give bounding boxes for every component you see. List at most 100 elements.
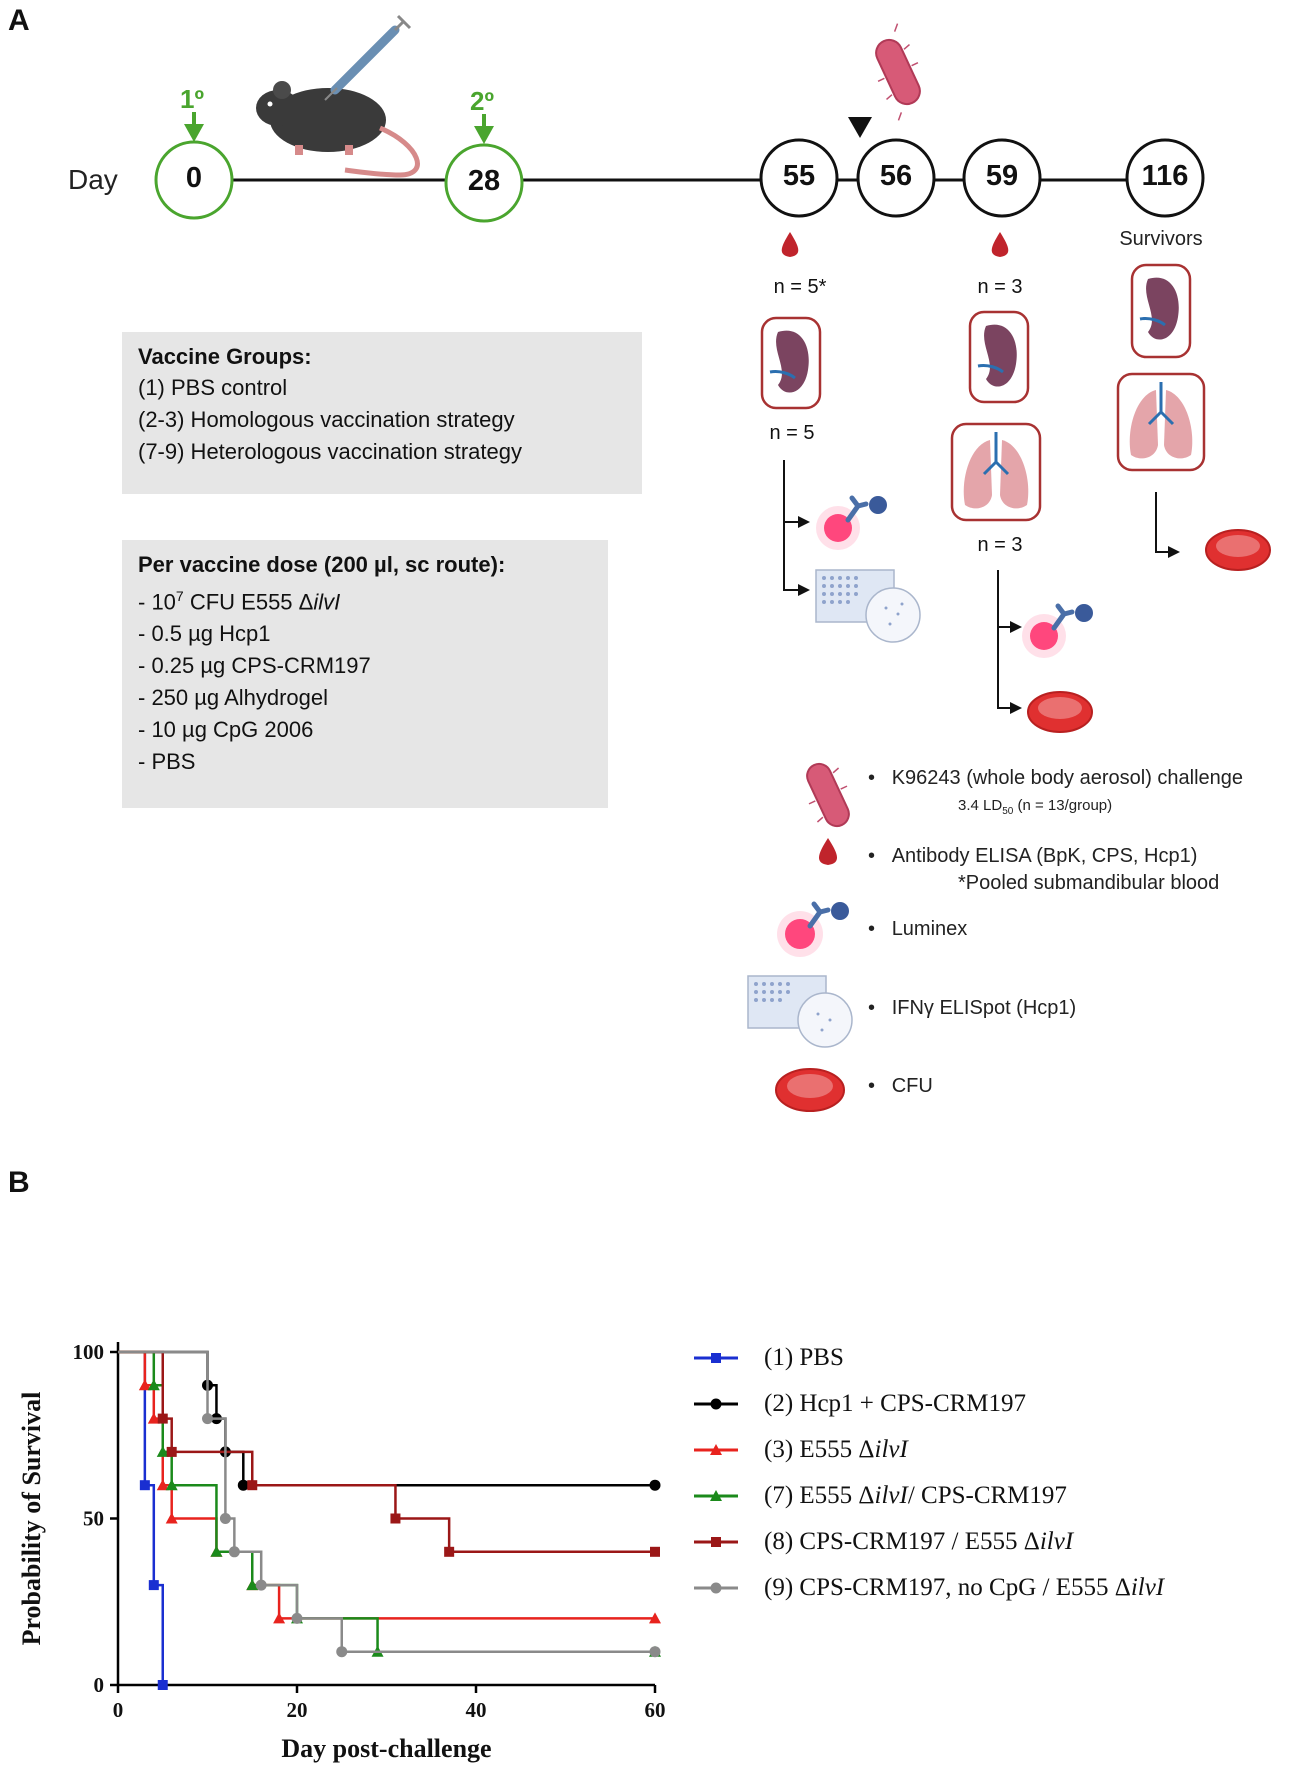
dose-item-bacteria: - 107 CFU E555 ΔilvI (138, 588, 341, 615)
legend-label-italic: ilvI (874, 1436, 908, 1463)
day-0-value: 0 (185, 162, 203, 194)
day-116-circle (1125, 138, 1205, 218)
series-point-5 (291, 1612, 303, 1624)
bacterium-legend-icon (806, 762, 850, 828)
legend-swatch (694, 1353, 738, 1363)
spleen-icon (760, 316, 822, 410)
elispot-plate-icon (815, 569, 921, 643)
series-point-0 (148, 1580, 159, 1591)
dose-arrow-icon (474, 126, 494, 144)
day-56-value: 56 (879, 160, 913, 192)
dose-item: - PBS (138, 749, 196, 775)
legend-label: (8) CPS-CRM197 / E555 Δ (764, 1528, 1040, 1555)
day-59-value: 59 (985, 160, 1019, 192)
series-point-2 (165, 1512, 178, 1524)
series-point-2 (138, 1379, 151, 1391)
n-spleen-55: n = 5 (769, 422, 815, 444)
series-point-2 (156, 1479, 169, 1491)
cfu-legend-icon (775, 1068, 845, 1112)
legend-cfu: • CFU (868, 1075, 933, 1097)
legend-label-italic: ilvI (874, 1482, 908, 1509)
legend-swatch (694, 1490, 738, 1501)
legend-label: (9) CPS-CRM197, no CpG / E555 Δ (764, 1574, 1131, 1601)
secondary-dose-label: 2º (470, 86, 494, 116)
legend-luminex: • Luminex (868, 918, 968, 940)
luminex-icon (1022, 603, 1093, 658)
legend-label-italic: ilvI (1039, 1528, 1074, 1555)
vaccine-groups-heading: Vaccine Groups: (138, 344, 312, 369)
lungs-icon (1116, 372, 1206, 472)
vaccine-groups-box: Vaccine Groups: (1) PBS control (2-3) Ho… (122, 332, 642, 494)
x-tick-label: 40 (466, 1698, 487, 1722)
day-59-circle (962, 138, 1042, 218)
spleen-icon (968, 310, 1030, 404)
series-point-5 (336, 1646, 348, 1658)
dose-item: - 10 µg CpG 2006 (138, 717, 314, 743)
blood-drop-icon (781, 232, 799, 257)
series-point-0 (157, 1680, 168, 1690)
series-point-5 (202, 1413, 213, 1425)
day-0-circle (154, 140, 234, 220)
series-point-4 (247, 1480, 258, 1491)
legend-challenge-detail: 3.4 LD50 (n = 13/group) (958, 797, 1113, 817)
luminex-legend-icon (777, 901, 849, 957)
legend-label-suffix: / CPS-CRM197 (907, 1482, 1067, 1509)
series-point-5 (228, 1546, 240, 1558)
challenge-arrow-icon (848, 117, 872, 138)
bacterium-icon (875, 23, 921, 121)
legend-label: (3) E555 Δ (764, 1436, 875, 1463)
cfu-plate-icon (1027, 691, 1093, 733)
n-blood-59: n = 3 (977, 276, 1023, 298)
series-point-3 (156, 1445, 169, 1457)
blood-drop-icon (991, 232, 1009, 257)
series-point-5 (219, 1513, 231, 1524)
vaccine-group-item: (1) PBS control (138, 375, 288, 400)
assay-branch-55 (783, 460, 800, 591)
chart-legend-item: (2) Hcp1 + CPS-CRM197 (690, 1381, 1290, 1427)
assay-branch-59 (997, 570, 1012, 709)
panel-b-label: B (8, 1166, 30, 1199)
primary-dose-label: 1º (180, 84, 204, 114)
series-point-3 (246, 1579, 259, 1591)
dose-item: - 0.25 µg CPS-CRM197 (138, 653, 371, 679)
day-28-circle (444, 143, 524, 223)
legend-challenge: • K96243 (whole body aerosol) challenge (868, 767, 1244, 789)
legend-swatch (694, 1582, 738, 1594)
legend-elisa-detail: *Pooled submandibular blood (958, 872, 1220, 894)
x-axis-title: Day post-challenge (281, 1734, 491, 1763)
day-axis-label: Day (68, 164, 118, 195)
spleen-icon (1130, 263, 1192, 359)
vaccine-group-item: (2-3) Homologous vaccination strategy (138, 407, 515, 432)
x-tick-label: 20 (287, 1698, 308, 1722)
legend-label: (1) PBS (764, 1344, 844, 1371)
assay-branch-116 (1155, 492, 1170, 553)
y-tick-label: 100 (73, 1340, 105, 1364)
dose-item: - 0.5 µg Hcp1 (138, 621, 271, 647)
series-point-5 (649, 1646, 661, 1658)
legend-label: (2) Hcp1 + CPS-CRM197 (764, 1390, 1027, 1417)
legend-elispot: • IFNγ ELISpot (Hcp1) (868, 997, 1077, 1019)
vaccine-dose-heading: Per vaccine dose (200 µl, sc route): (138, 552, 506, 577)
legend-label: (7) E555 Δ (764, 1482, 875, 1509)
day-116-value: 116 (1141, 160, 1189, 192)
series-point-4 (166, 1446, 177, 1457)
vaccine-dose-box: Per vaccine dose (200 µl, sc route): - 1… (122, 540, 608, 808)
x-tick-label: 0 (113, 1698, 124, 1722)
elispot-legend-icon (747, 975, 853, 1048)
day-28-value: 28 (467, 165, 501, 197)
legend-swatch (694, 1444, 738, 1455)
legend-swatch (694, 1537, 738, 1547)
dose-item: - 250 µg Alhydrogel (138, 685, 329, 711)
legend-label-italic: ilvI (1130, 1574, 1165, 1601)
series-point-2 (273, 1612, 286, 1624)
series-line-0 (118, 1350, 164, 1685)
series-line-1 (118, 1350, 655, 1487)
series-point-4 (444, 1546, 455, 1557)
cfu-plate-icon (1205, 529, 1271, 571)
x-tick-label: 60 (645, 1698, 666, 1722)
series-point-3 (147, 1379, 160, 1391)
syringe-icon (324, 14, 412, 101)
